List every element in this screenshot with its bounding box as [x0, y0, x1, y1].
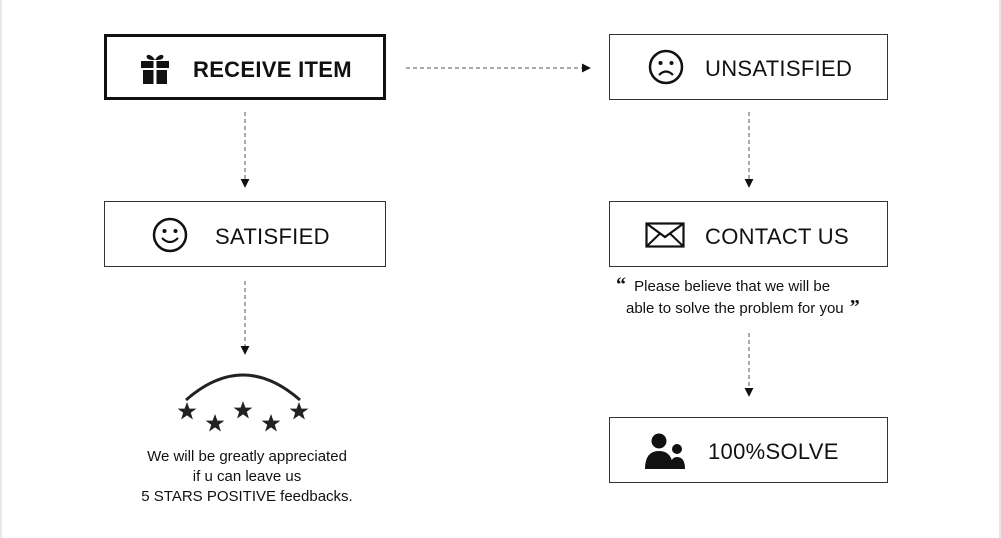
unsatisfied-label: UNSATISFIED: [705, 56, 853, 81]
frown-face-icon: [647, 48, 685, 86]
close-quote-mark: ”: [849, 296, 860, 318]
feedback-line-3: 5 STARS POSITIVE feedbacks.: [141, 488, 353, 505]
receive-item-node: RECEIVE ITEM: [104, 34, 386, 100]
star-icon: [205, 414, 225, 432]
satisfied-node: SATISFIED: [104, 201, 386, 267]
unsatisfied-node: UNSATISFIED: [609, 34, 888, 100]
receive-item-label: RECEIVE ITEM: [193, 57, 352, 82]
solve-label: 100%SOLVE: [708, 439, 839, 464]
feedback-note: We will be greatly appreciated if u can …: [112, 447, 382, 507]
people-icon: [644, 432, 686, 470]
quote-line-1: Please believe that we will be: [634, 278, 831, 295]
envelope-icon: [645, 222, 685, 248]
contact-quote: “ Please believe that we will be able to…: [616, 275, 896, 319]
contact-us-node: CONTACT US: [609, 201, 888, 267]
solve-node: 100%SOLVE: [609, 417, 888, 483]
five-stars-arc-icon: [177, 373, 309, 432]
gift-icon: [139, 51, 171, 85]
contact-us-label: CONTACT US: [705, 224, 849, 249]
open-quote-mark: “: [616, 274, 626, 296]
feedback-line-1: We will be greatly appreciated: [147, 448, 347, 465]
quote-line-2: able to solve the problem for you: [626, 300, 844, 317]
feedback-line-2: if u can leave us: [192, 468, 302, 485]
star-icon: [289, 402, 309, 420]
star-icon: [177, 402, 197, 420]
star-icon: [233, 401, 253, 419]
smile-face-icon: [151, 216, 189, 254]
satisfied-label: SATISFIED: [215, 224, 330, 249]
star-icon: [261, 414, 281, 432]
